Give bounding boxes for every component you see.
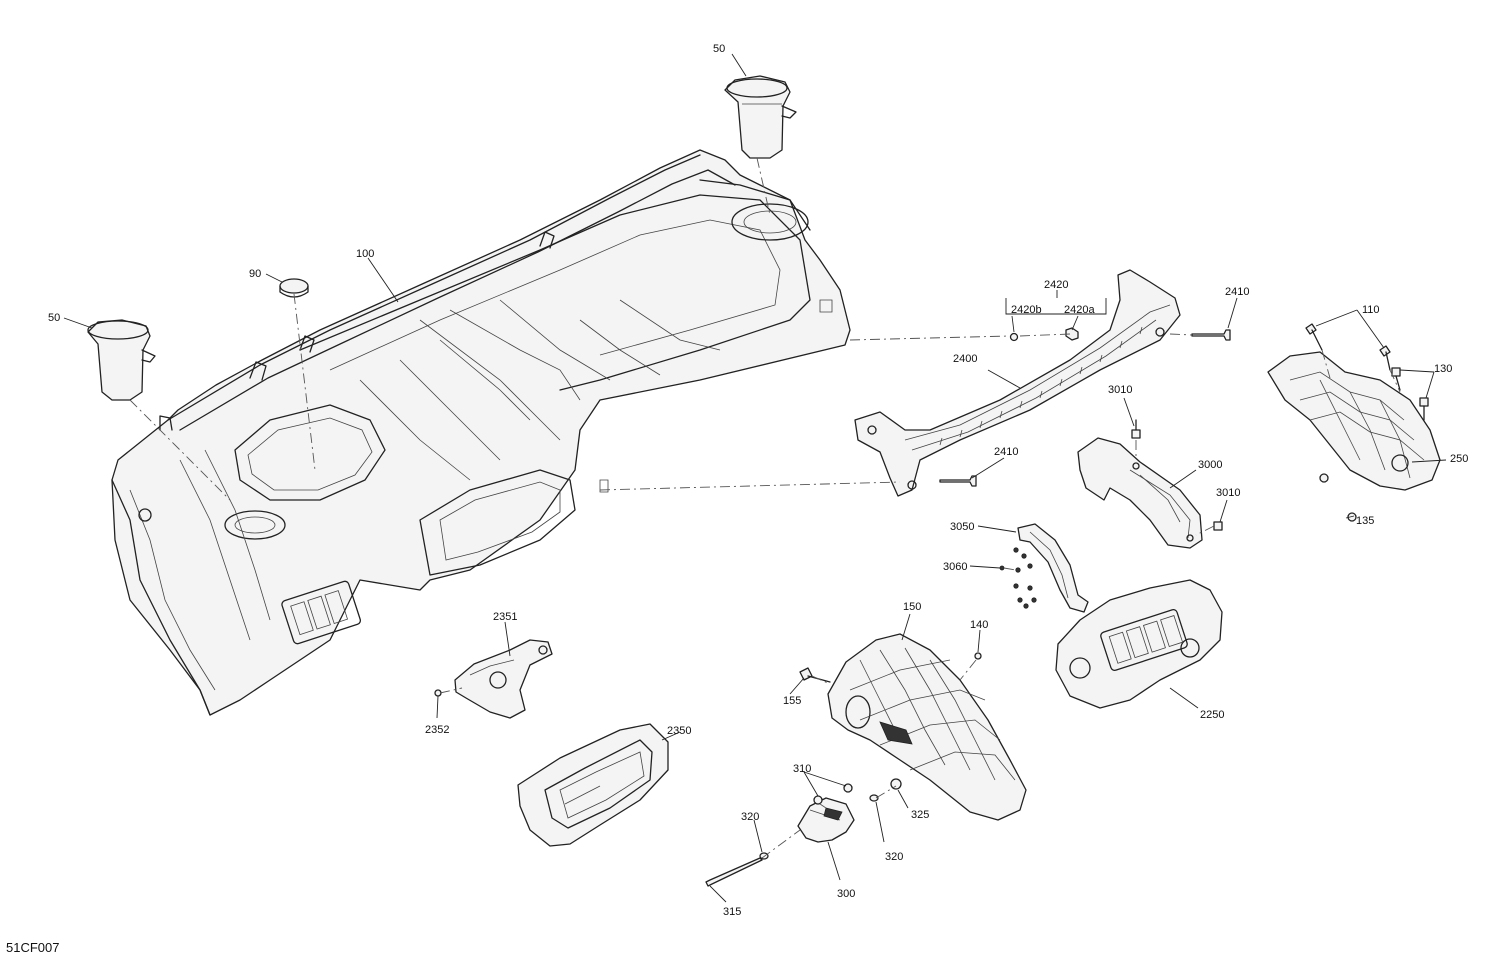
callout-2410-top: 2410 (1225, 286, 1249, 298)
callout-3050: 3050 (950, 521, 974, 533)
bolt-2410-mid (939, 475, 977, 487)
bracket-part-3000 (1077, 437, 1203, 549)
clip-2420a (1065, 327, 1079, 341)
bracket-part-2351 (454, 639, 553, 719)
callout-300: 300 (837, 888, 855, 900)
callout-90: 90 (249, 268, 261, 280)
callout-140: 140 (970, 619, 988, 631)
callout-labels: 50 50 90 100 2420 2420b 2420a 2410 2400 … (48, 43, 1468, 918)
screw-part-155 (799, 667, 831, 683)
callout-3010-top: 3010 (1108, 384, 1132, 396)
display-bezel-part-2350 (517, 723, 669, 847)
callout-50-top: 50 (713, 43, 725, 55)
callout-310: 310 (793, 763, 811, 775)
bolt-2410-top (1191, 329, 1231, 341)
screw-3010-top (1131, 419, 1141, 439)
callout-320-left: 320 (741, 811, 759, 823)
figure-id: 51CF007 (6, 940, 59, 955)
callout-100: 100 (356, 248, 374, 260)
callout-2400: 2400 (953, 353, 977, 365)
callout-325: 325 (911, 809, 929, 821)
callout-2352: 2352 (425, 724, 449, 736)
alignment-lines (129, 157, 1401, 859)
nut-part-325 (890, 778, 902, 790)
leader-lines (63, 53, 1447, 903)
nuts-part-3060 (999, 547, 1037, 609)
callout-110: 110 (1362, 304, 1380, 316)
screw-3010-bottom (1213, 521, 1223, 531)
dashboard-body-part-100 (111, 149, 851, 716)
callout-3060: 3060 (943, 561, 967, 573)
callout-2420a: 2420a (1064, 304, 1095, 316)
callout-2410-mid: 2410 (994, 446, 1018, 458)
callout-155: 155 (783, 695, 801, 707)
support-bar-part-2400 (854, 269, 1181, 497)
hardware-group-2420 (939, 327, 1231, 487)
nut-part-140 (974, 652, 982, 660)
callout-2420b: 2420b (1011, 304, 1042, 316)
callout-2351: 2351 (493, 611, 517, 623)
callout-135: 135 (1356, 515, 1374, 527)
screws-part-130 (1391, 367, 1429, 421)
callout-150: 150 (903, 601, 921, 613)
callout-320-right: 320 (885, 851, 903, 863)
center-panel-part-150 (827, 633, 1027, 821)
callout-2250: 2250 (1200, 709, 1224, 721)
bolt-part-315 (705, 857, 763, 887)
cupholder-insert-part-50-left (87, 319, 156, 401)
nuts-part-135 (1319, 473, 1357, 522)
callout-3000: 3000 (1198, 459, 1222, 471)
callout-2350: 2350 (667, 725, 691, 737)
callout-250: 250 (1450, 453, 1468, 465)
bracket-part-3050 (1017, 523, 1089, 613)
callout-130: 130 (1434, 363, 1452, 375)
side-panel-part-250 (1267, 351, 1441, 491)
mount-bracket-part-300 (797, 797, 855, 843)
callout-2420: 2420 (1044, 279, 1068, 291)
callout-3010-bottom: 3010 (1216, 487, 1240, 499)
callout-50-left: 50 (48, 312, 60, 324)
vent-panel-part-2250 (1055, 579, 1223, 709)
cupholder-insert-part-50-top (724, 75, 797, 159)
callout-315: 315 (723, 906, 741, 918)
nut-2420b (1009, 332, 1019, 342)
